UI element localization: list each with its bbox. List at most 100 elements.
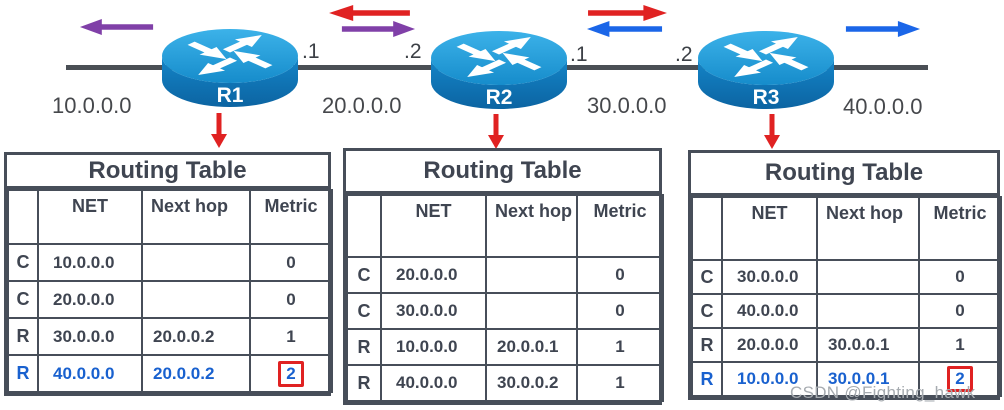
router-icon: R2 xyxy=(431,31,567,109)
router-label: R1 xyxy=(217,84,244,107)
cell-nh: 30.0.0.1 xyxy=(816,361,920,397)
highlighted-metric-box: 2 xyxy=(947,366,973,392)
link-segment-net30 xyxy=(559,65,709,70)
cell-nh xyxy=(141,243,251,282)
cell-metric: 0 xyxy=(918,259,1002,295)
column-header-net: NET xyxy=(721,196,818,261)
column-header-nh: Next hop xyxy=(485,194,578,258)
cell-flag: C xyxy=(346,256,382,294)
column-header-nh: Next hop xyxy=(816,196,920,261)
router-icon: R1 xyxy=(162,29,298,107)
cell-net: 10.0.0.0 xyxy=(721,361,818,397)
router-r2: R2 xyxy=(429,28,569,114)
cell-net: 10.0.0.0 xyxy=(380,328,487,366)
cell-net: 30.0.0.0 xyxy=(37,317,143,356)
column-header-metric: Metric xyxy=(918,196,1002,261)
routing-table-title: Routing Table xyxy=(346,151,659,194)
cell-nh xyxy=(816,259,920,295)
cell-flag: C xyxy=(691,259,723,295)
cell-metric: 1 xyxy=(576,364,664,402)
flow-arrow-left-blue-icon xyxy=(586,20,664,38)
cell-nh: 20.0.0.2 xyxy=(141,317,251,356)
cell-nh xyxy=(485,256,578,294)
link-segment-net40 xyxy=(826,65,928,70)
cell-flag: C xyxy=(691,293,723,329)
routing-table-title: Routing Table xyxy=(691,153,997,196)
cell-net: 40.0.0.0 xyxy=(380,364,487,402)
cell-flag: R xyxy=(346,364,382,402)
watermark: CSDN @Fighting_hawk xyxy=(790,383,976,402)
column-header-net: NET xyxy=(37,189,143,245)
cell-flag: R xyxy=(691,327,723,363)
cell-net: 30.0.0.0 xyxy=(380,292,487,330)
cell-net: 20.0.0.0 xyxy=(721,327,818,363)
cell-metric: 2 xyxy=(918,361,1002,397)
cell-metric: 0 xyxy=(249,243,333,282)
flow-arrow-right-red-icon xyxy=(586,4,668,22)
flow-arrow-left-purple-icon xyxy=(79,18,155,36)
cell-net: 40.0.0.0 xyxy=(721,293,818,329)
down-arrow-r1-icon xyxy=(210,113,228,149)
flow-arrow-right-blue-icon xyxy=(844,20,921,38)
column-header-nh: Next hop xyxy=(141,189,251,245)
iface-label-r2-net30: .1 xyxy=(570,43,588,66)
routing-table-title: Routing Table xyxy=(7,155,328,189)
router-label: R3 xyxy=(753,86,780,109)
cell-metric: 1 xyxy=(576,328,664,366)
down-arrow-r3-icon xyxy=(763,114,781,150)
iface-label-r3-net30: .2 xyxy=(675,43,693,66)
cell-flag: C xyxy=(7,243,39,282)
cell-nh: 30.0.0.2 xyxy=(485,364,578,402)
cell-net: 30.0.0.0 xyxy=(721,259,818,295)
down-arrow-r2-icon xyxy=(487,114,505,150)
cell-metric: 0 xyxy=(576,292,664,330)
cell-flag: R xyxy=(7,317,39,356)
iface-label-r1-net20: .1 xyxy=(302,40,320,63)
cell-flag: C xyxy=(346,292,382,330)
cell-net: 20.0.0.0 xyxy=(380,256,487,294)
cell-net: 10.0.0.0 xyxy=(37,243,143,282)
router-r1: R1 xyxy=(160,26,300,112)
column-header-flag xyxy=(691,196,723,261)
cell-metric: 1 xyxy=(918,327,1002,363)
link-segment-net20 xyxy=(293,65,439,70)
cell-net: 20.0.0.0 xyxy=(37,280,143,319)
column-header-flag xyxy=(346,194,382,258)
link-segment-net10 xyxy=(66,65,178,70)
network-label-30: 30.0.0.0 xyxy=(587,93,667,118)
router-r3: R3 xyxy=(696,28,836,114)
cell-flag: C xyxy=(7,280,39,319)
router-label: R2 xyxy=(486,86,513,109)
cell-metric: 0 xyxy=(918,293,1002,329)
highlighted-metric-box: 2 xyxy=(278,360,304,387)
cell-nh: 20.0.0.1 xyxy=(485,328,578,366)
cell-net: 40.0.0.0 xyxy=(37,354,143,393)
cell-nh xyxy=(485,292,578,330)
flow-arrow-right-purple-icon xyxy=(340,20,416,38)
iface-label-r2-net20: .2 xyxy=(404,40,422,63)
cell-flag: R xyxy=(346,328,382,366)
cell-nh xyxy=(141,280,251,319)
cell-flag: R xyxy=(691,361,723,397)
cell-metric: 0 xyxy=(576,256,664,294)
column-header-flag xyxy=(7,189,39,245)
cell-nh: 30.0.0.1 xyxy=(816,327,920,363)
